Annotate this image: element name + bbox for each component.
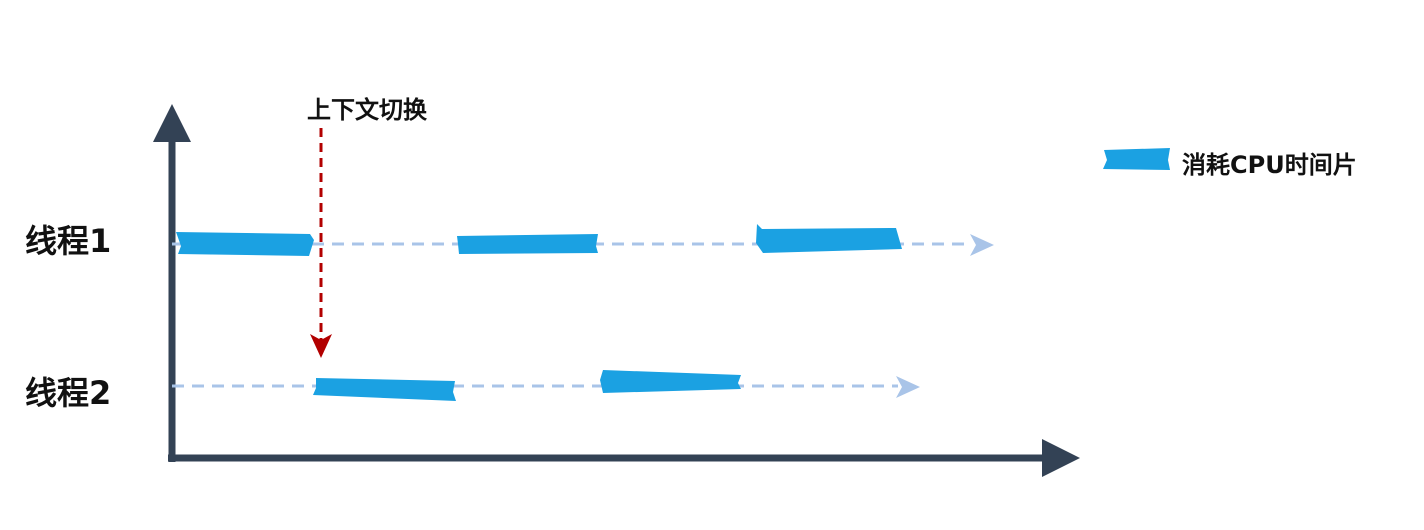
context-switch-arrow: [310, 128, 332, 358]
thread2-timeline-arrowhead: [896, 376, 920, 398]
context-switch-label: 上下文切换: [307, 96, 427, 124]
axes: [153, 104, 1080, 477]
thread1-time-slice: [756, 224, 902, 253]
x-axis-arrowhead: [1042, 439, 1080, 477]
thread1-track: [172, 224, 994, 256]
thread1-label: 线程1: [25, 222, 112, 260]
context-switch-arrowhead: [310, 334, 332, 358]
thread1-time-slice: [176, 232, 314, 256]
thread2-time-slice: [600, 370, 741, 393]
legend-swatch: [1103, 148, 1170, 170]
thread2-track: [172, 370, 920, 401]
thread1-time-slice: [457, 234, 598, 254]
thread2-label: 线程2: [25, 374, 112, 412]
thread2-time-slice: [313, 378, 456, 401]
thread1-timeline-arrowhead: [970, 234, 994, 256]
y-axis-arrowhead: [153, 104, 191, 142]
legend-label: 消耗CPU时间片: [1182, 151, 1357, 179]
